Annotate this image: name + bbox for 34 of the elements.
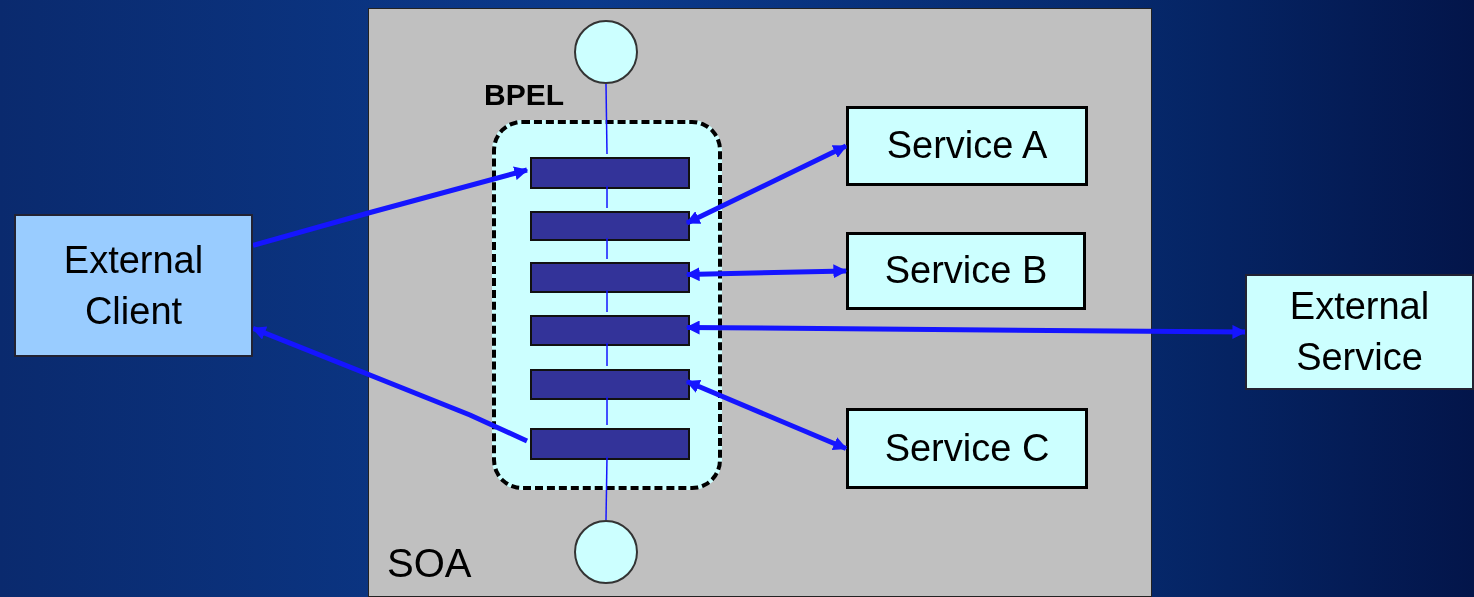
activity-bar — [530, 315, 690, 346]
connector-line — [606, 342, 608, 367]
connector-line — [606, 185, 608, 209]
node-label: Service B — [883, 248, 1049, 294]
service-box — [846, 232, 1086, 310]
connector-line — [605, 83, 608, 155]
group-label: BPEL — [484, 78, 564, 112]
service-box — [846, 106, 1088, 186]
activity-bar — [530, 369, 690, 400]
arrow — [252, 166, 529, 248]
activity-bar — [530, 211, 690, 241]
node-label: Service A — [885, 123, 1049, 169]
connector-line — [605, 456, 608, 521]
arrow — [685, 320, 1247, 339]
node-label: External Service — [1288, 283, 1431, 380]
arrow — [685, 379, 848, 451]
node-label: Service C — [883, 425, 1051, 471]
connector-line — [606, 237, 608, 260]
endpoint-circle — [574, 20, 638, 84]
panel-label: SOA — [387, 541, 472, 586]
service-box — [1245, 274, 1474, 390]
client-box — [14, 214, 253, 357]
activity-bar — [530, 262, 690, 293]
arrow — [251, 326, 529, 444]
activity-bar — [530, 157, 690, 189]
arrow — [685, 264, 848, 282]
connector-line — [606, 289, 608, 313]
endpoint-circle — [574, 520, 638, 584]
node-label: External Client — [62, 237, 205, 334]
arrow — [685, 143, 848, 226]
service-box — [846, 408, 1088, 489]
soa-panel — [368, 8, 1152, 597]
connector-line — [606, 396, 608, 426]
activity-bar — [530, 428, 690, 460]
